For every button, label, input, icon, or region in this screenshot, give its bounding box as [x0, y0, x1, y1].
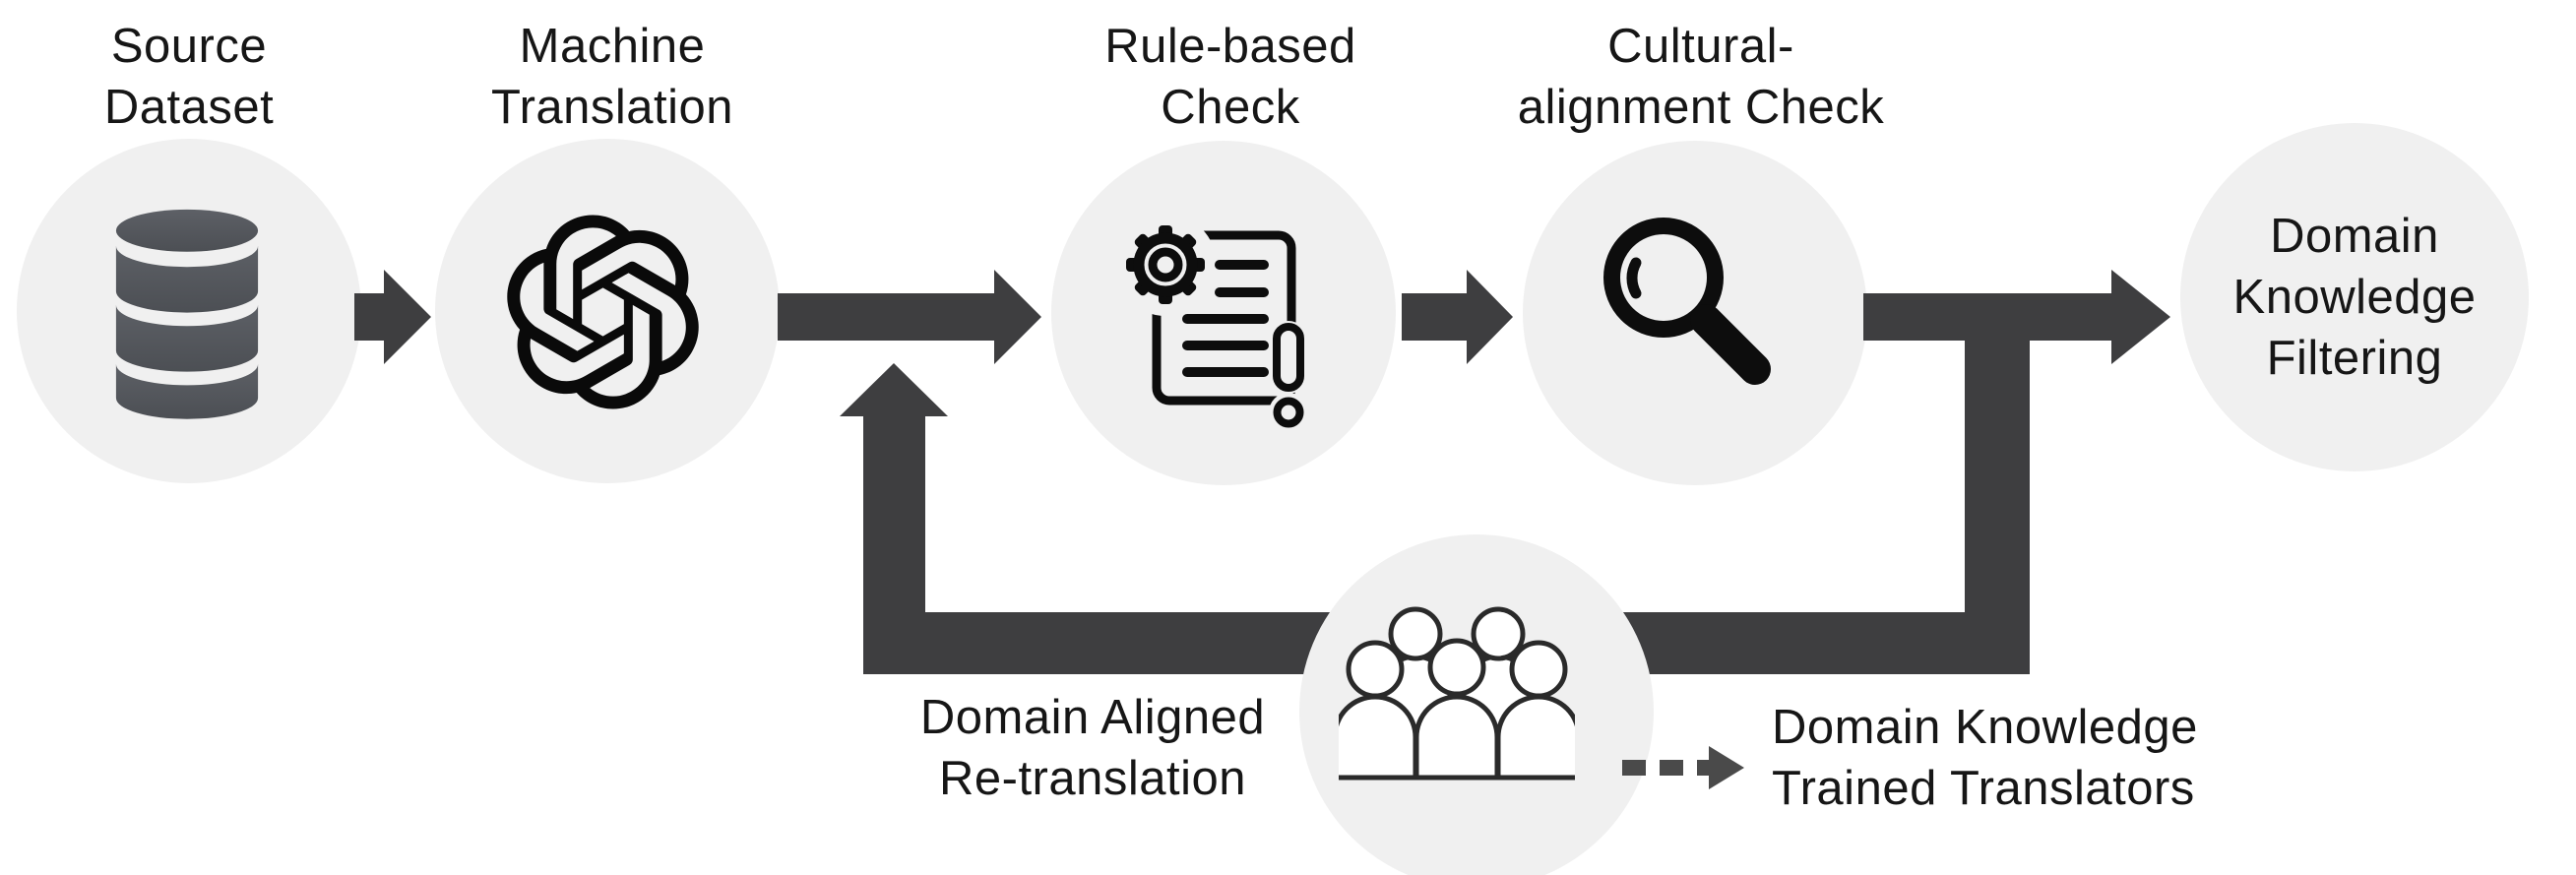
- arrow-cultural-check-to-filtering: [1863, 270, 2170, 364]
- arrow-machine-translation-to-rule-check: [778, 270, 1041, 364]
- label-line: Domain: [2270, 210, 2439, 263]
- gear-document-icon: [1120, 215, 1308, 432]
- label-line: Cultural-: [1607, 20, 1794, 73]
- label-line: alignment Check: [1517, 81, 1885, 134]
- database-icon: [115, 209, 259, 419]
- label-line: Check: [1161, 81, 1300, 134]
- feedback-branch-bar: [1965, 335, 2030, 674]
- label-trained-translators: Domain Knowledge Trained Translators: [1772, 697, 2198, 819]
- label-source-dataset: Source Dataset: [104, 16, 274, 138]
- label-line: Domain Knowledge: [1772, 701, 2198, 754]
- feedback-up-arrowhead: [840, 363, 948, 416]
- label-machine-translation: Machine Translation: [491, 16, 733, 138]
- dashed-arrow-head: [1709, 746, 1744, 789]
- label-line: Knowledge: [2232, 271, 2477, 324]
- arrow-rule-check-to-cultural-check: [1402, 270, 1513, 364]
- label-line: Translation: [490, 81, 734, 134]
- people-group-icon: [1339, 606, 1575, 781]
- label-line: Trained Translators: [1772, 762, 2195, 815]
- label-domain-aligned-retranslation: Domain Aligned Re-translation: [920, 687, 1265, 809]
- label-line: Dataset: [103, 81, 275, 134]
- label-line: Domain Aligned: [919, 691, 1266, 744]
- label-line: Machine: [519, 20, 706, 73]
- stage-circle-rule-based-check: [1051, 141, 1396, 485]
- label-domain-knowledge-filtering: Domain Knowledge Filtering: [2233, 206, 2477, 389]
- arrow-source-to-machine-translation: [354, 270, 431, 364]
- label-line: Rule-based: [1104, 20, 1356, 73]
- label-line: Re-translation: [938, 752, 1247, 805]
- feedback-up-shaft: [863, 416, 925, 674]
- label-cultural-alignment-check: Cultural- alignment Check: [1518, 16, 1884, 138]
- label-rule-based-check: Rule-based Check: [1104, 16, 1356, 138]
- label-line: Filtering: [2266, 332, 2443, 385]
- magnifying-glass-icon: [1603, 218, 1771, 385]
- openai-logo-icon: [507, 215, 699, 409]
- stage-circle-domain-knowledge-filtering: [2180, 123, 2529, 471]
- label-line: Source: [110, 20, 268, 73]
- stage-circle-machine-translation: [435, 139, 780, 483]
